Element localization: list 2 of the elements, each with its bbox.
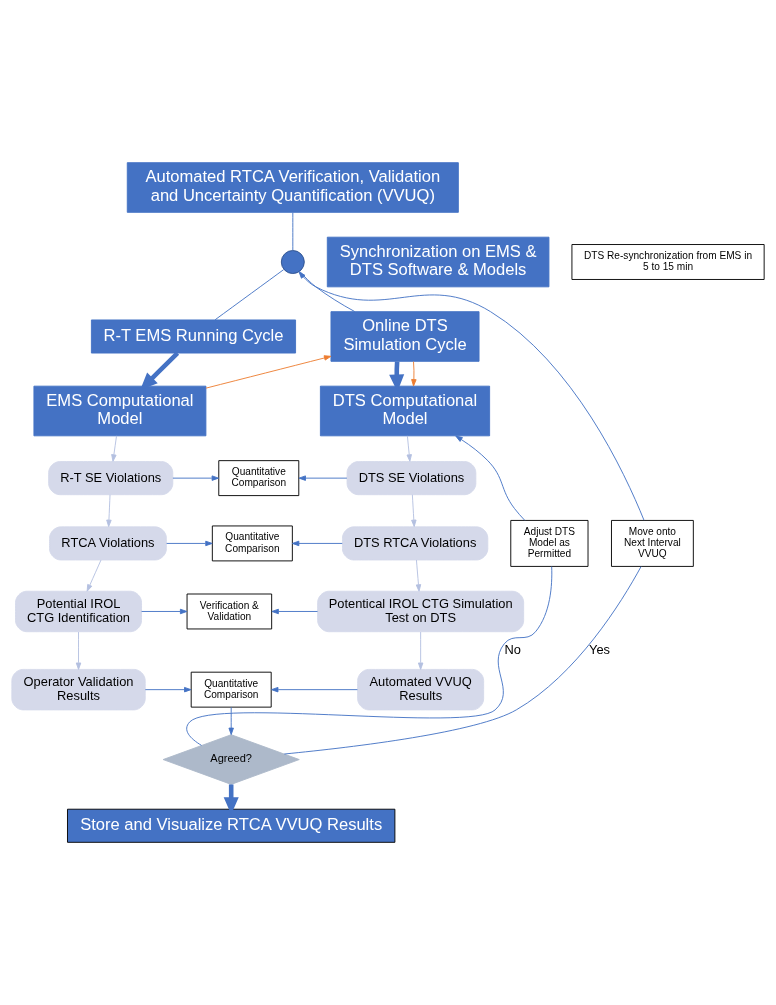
edge-label: Yes bbox=[589, 641, 611, 657]
edge-label: No bbox=[504, 641, 521, 657]
